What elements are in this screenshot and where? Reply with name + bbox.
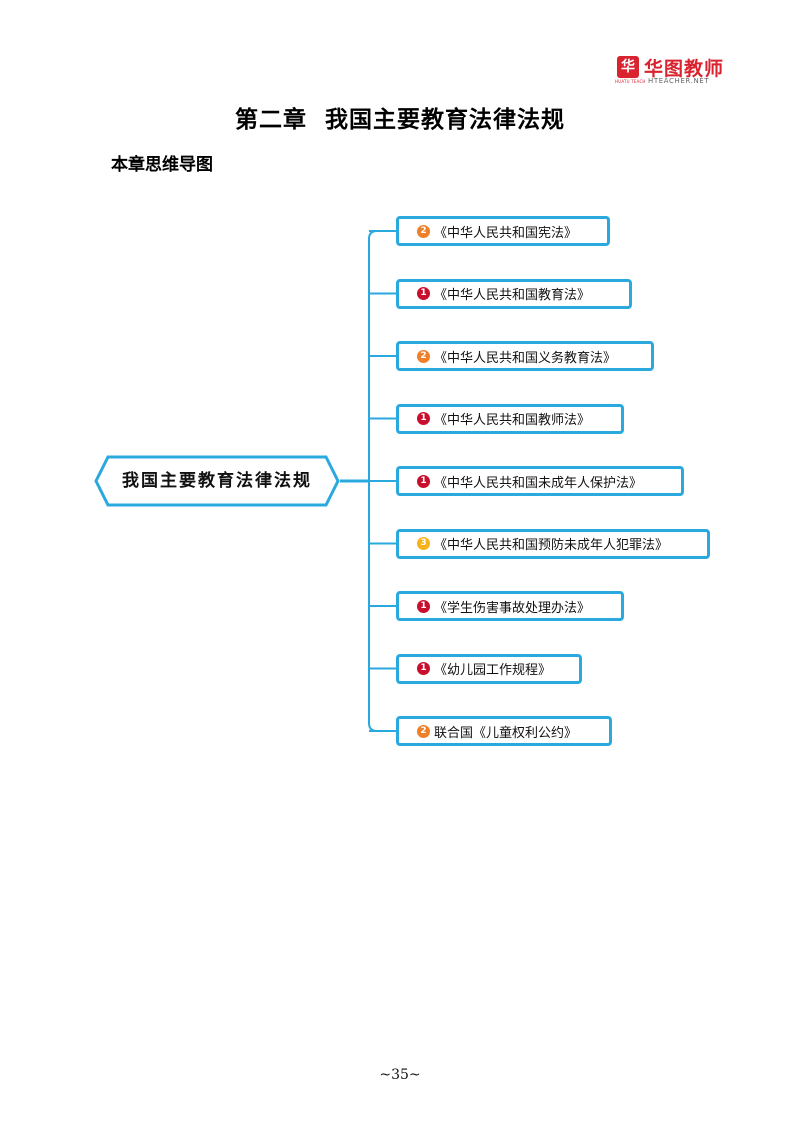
priority-badge-icon: 2 bbox=[417, 349, 430, 363]
logo-mark-icon: 华 bbox=[617, 56, 639, 78]
branch-node: 1 《幼儿园工作规程》 bbox=[396, 653, 582, 684]
priority-badge-icon: 1 bbox=[417, 662, 430, 675]
branch-node: 1 《中华人民共和国未成年人保护法》 bbox=[396, 466, 684, 496]
branch-label: 《幼儿园工作规程》 bbox=[434, 663, 552, 678]
priority-badge-icon: 2 bbox=[417, 724, 430, 738]
priority-badge-icon: 2 bbox=[417, 224, 430, 238]
brand-logo: 华 HUATU TEACH 华图教师 HTEACHER.NET bbox=[615, 54, 735, 88]
logo-mark-caption: HUATU TEACH bbox=[615, 79, 646, 84]
branch-node: 2 《中华人民共和国宪法》 bbox=[396, 216, 610, 246]
branch-label: 《中华人民共和国义务教育法》 bbox=[434, 350, 617, 366]
section-title: 本章思维导图 bbox=[111, 155, 213, 175]
logo-url: HTEACHER.NET bbox=[648, 77, 710, 85]
page-number: ~35~ bbox=[379, 1067, 421, 1083]
branch-label: 联合国《儿童权利公约》 bbox=[434, 725, 578, 741]
root-node-shape bbox=[94, 455, 340, 507]
root-node: 我国主要教育法律法规 bbox=[94, 455, 340, 507]
branch-node: 1 《中华人民共和国教师法》 bbox=[396, 403, 624, 434]
priority-badge-icon: 3 bbox=[417, 537, 430, 550]
branch-label: 《中华人民共和国教师法》 bbox=[434, 413, 591, 428]
chapter-title: 第二章 我国主要教育法律法规 bbox=[234, 106, 565, 133]
logo-name: 华图教师 bbox=[644, 58, 725, 80]
branch-label: 《中华人民共和国教育法》 bbox=[434, 288, 591, 303]
branch-node: 1 《学生伤害事故处理办法》 bbox=[396, 591, 624, 621]
branch-label: 《中华人民共和国预防未成年人犯罪法》 bbox=[434, 538, 669, 553]
priority-badge-icon: 1 bbox=[417, 474, 430, 488]
priority-badge-icon: 1 bbox=[417, 287, 430, 300]
branch-node: 2 《中华人民共和国义务教育法》 bbox=[396, 341, 654, 371]
branch-label: 《中华人民共和国未成年人保护法》 bbox=[434, 475, 643, 491]
priority-badge-icon: 1 bbox=[417, 412, 430, 425]
branch-node: 2 联合国《儿童权利公约》 bbox=[396, 716, 612, 746]
branch-label: 《学生伤害事故处理办法》 bbox=[434, 600, 591, 616]
branch-node: 1 《中华人民共和国教育法》 bbox=[396, 278, 632, 309]
branch-label: 《中华人民共和国宪法》 bbox=[434, 225, 578, 241]
branch-node: 3 《中华人民共和国预防未成年人犯罪法》 bbox=[396, 528, 710, 559]
root-node-label: 我国主要教育法律法规 bbox=[122, 471, 312, 491]
priority-badge-icon: 1 bbox=[417, 599, 430, 613]
